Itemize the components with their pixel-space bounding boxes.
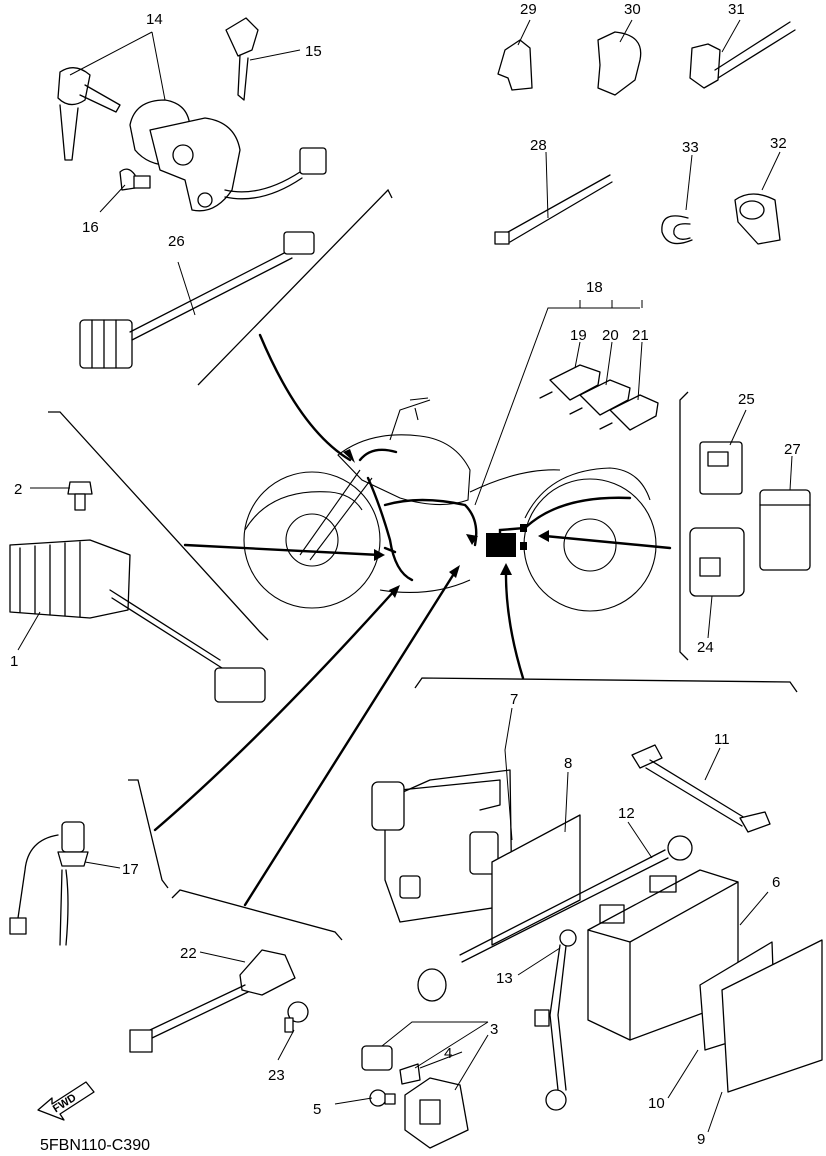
callout-20: 20	[602, 327, 619, 344]
callout-27: 27	[784, 441, 801, 458]
callout-15: 15	[305, 43, 322, 60]
forward-arrow-icon: FWD	[37, 1081, 95, 1121]
band-31	[689, 21, 796, 89]
clip-33	[661, 215, 693, 245]
pad-9	[721, 939, 823, 1093]
screw-5	[369, 1089, 396, 1107]
clamp-30	[597, 31, 642, 96]
callout-33: 33	[682, 139, 699, 156]
main-leader-lines	[153, 307, 672, 907]
callout-9: 9	[697, 1131, 705, 1148]
fuses-19-21	[539, 364, 659, 431]
panel-8	[491, 814, 581, 946]
callout-7: 7	[510, 691, 518, 708]
screw-23	[284, 1001, 309, 1033]
callout-3: 3	[490, 1021, 498, 1038]
callout-31: 31	[728, 1, 745, 18]
callout-26: 26	[168, 233, 185, 250]
callout-18: 18	[586, 279, 603, 296]
relay-3	[404, 1077, 469, 1149]
main-switch-14	[57, 67, 327, 212]
callout-leaders	[17, 19, 793, 1133]
callout-13: 13	[496, 970, 513, 987]
callout-1: 1	[10, 653, 18, 670]
callout-5: 5	[313, 1101, 321, 1118]
rectifier-regulator-1	[9, 539, 266, 703]
cover-4	[361, 1045, 421, 1085]
callout-32: 32	[770, 135, 787, 152]
relay-24	[689, 527, 745, 597]
clamp-29	[497, 39, 533, 91]
switch-22	[129, 949, 296, 1053]
callout-4: 4	[444, 1045, 452, 1062]
band-11	[631, 744, 771, 833]
diagram-code: 5FBN110-C390	[40, 1137, 150, 1154]
callout-14: 14	[146, 11, 163, 28]
lead-12	[417, 835, 693, 1002]
callout-10: 10	[648, 1095, 665, 1112]
callout-25: 25	[738, 391, 755, 408]
sensor-17	[9, 821, 89, 946]
cable-tie-28	[494, 174, 613, 245]
callout-30: 30	[624, 1, 641, 18]
callout-8: 8	[564, 755, 572, 772]
group-brackets	[48, 188, 798, 941]
callout-28: 28	[530, 137, 547, 154]
bolt-2	[67, 481, 93, 511]
wire-harness	[358, 448, 632, 582]
callout-17: 17	[122, 861, 139, 878]
callout-6: 6	[772, 874, 780, 891]
clamp-32	[734, 193, 781, 245]
callout-29: 29	[520, 1, 537, 18]
motorcycle-outline	[243, 397, 657, 612]
screw-16	[119, 168, 151, 191]
callout-23: 23	[268, 1067, 285, 1084]
callout-numbers: 1 2 3 4 5 6 7 8 9 10 11 12 13 14 15 16 1…	[10, 1, 801, 1148]
callout-12: 12	[618, 805, 635, 822]
lead-26	[79, 231, 315, 369]
callout-19: 19	[570, 327, 587, 344]
battery-box-7	[371, 769, 513, 923]
callout-2: 2	[14, 481, 22, 498]
callout-21: 21	[632, 327, 649, 344]
relay-27	[759, 489, 811, 571]
callout-22: 22	[180, 945, 197, 962]
key-15	[225, 17, 259, 101]
relay-25	[699, 441, 743, 495]
callout-24: 24	[697, 639, 714, 656]
callout-11: 11	[714, 731, 730, 748]
lead-13	[534, 929, 577, 1111]
callout-16: 16	[82, 219, 99, 236]
